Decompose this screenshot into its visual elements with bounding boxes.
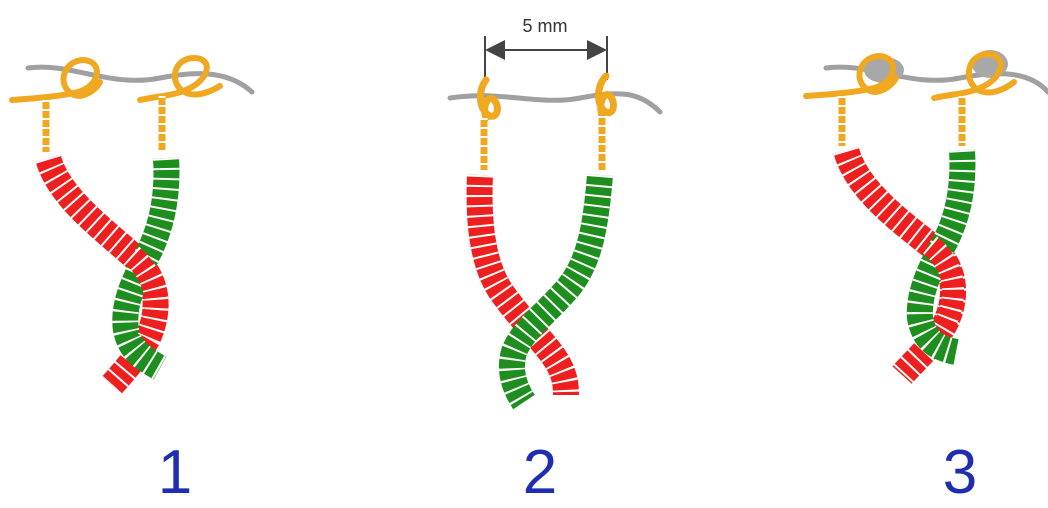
panel-3-number: 3: [920, 440, 1000, 506]
panel-3: [806, 50, 1048, 375]
measurement-label: 5 mm: [510, 16, 580, 36]
panel-1-number: 1: [135, 440, 215, 506]
right-clip: [599, 76, 614, 116]
panel-2-number: 2: [500, 440, 580, 506]
left-clip: [480, 80, 497, 118]
panel-2: [450, 36, 660, 402]
panel-1: [12, 58, 252, 385]
